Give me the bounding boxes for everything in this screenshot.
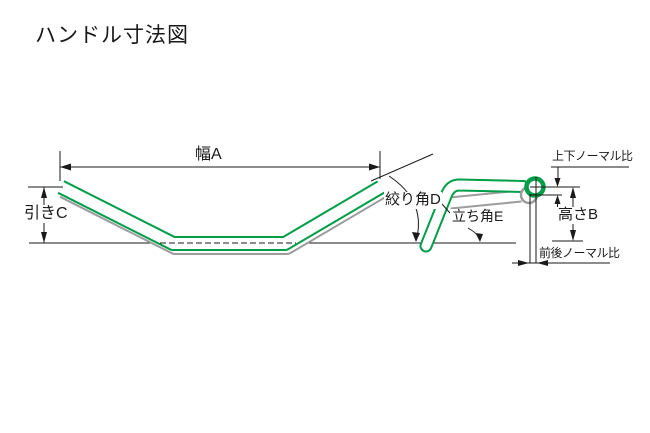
width-a-label: 幅A xyxy=(195,146,222,163)
vertical-normal-annotation xyxy=(551,166,629,210)
side-view-handlebar xyxy=(419,178,530,253)
front-rear-normal-annotation xyxy=(512,260,610,266)
pull-c-dimension xyxy=(28,186,63,243)
pull-c-label: 引きC xyxy=(23,205,69,223)
width-a-dimension xyxy=(59,151,381,181)
rise-angle-e-annotation xyxy=(441,203,483,242)
height-b-label: 高さB xyxy=(556,206,601,224)
page-title: ハンドル寸法図 xyxy=(35,24,189,47)
front-view-handlebar xyxy=(57,180,385,251)
arrowhead-down xyxy=(570,230,576,241)
side-view-normal-bar xyxy=(449,189,522,210)
angle-reference-line xyxy=(370,153,434,182)
front-rear-normal-ratio-label: 前後ノーマル比 xyxy=(539,246,620,260)
arrowhead-down xyxy=(475,233,483,242)
arrowhead-up xyxy=(554,195,561,204)
sweep-angle-d-label: 絞り角D xyxy=(384,191,442,209)
arrowhead-down xyxy=(554,178,561,187)
vertical-normal-ratio-label: 上下ノーマル比 xyxy=(552,149,633,163)
arrowhead-down xyxy=(412,232,420,242)
arrowhead-left xyxy=(537,260,548,266)
arrowhead-left xyxy=(60,163,71,171)
arrowhead-right xyxy=(369,163,380,171)
rise-angle-e-label: 立ち角E xyxy=(451,208,505,225)
arrowhead-up xyxy=(41,187,47,198)
arrowhead-down xyxy=(41,232,47,243)
arrowhead-up xyxy=(570,187,576,198)
arrowhead-right xyxy=(518,260,529,266)
reference-lines xyxy=(529,177,580,263)
leader-line xyxy=(441,203,451,214)
